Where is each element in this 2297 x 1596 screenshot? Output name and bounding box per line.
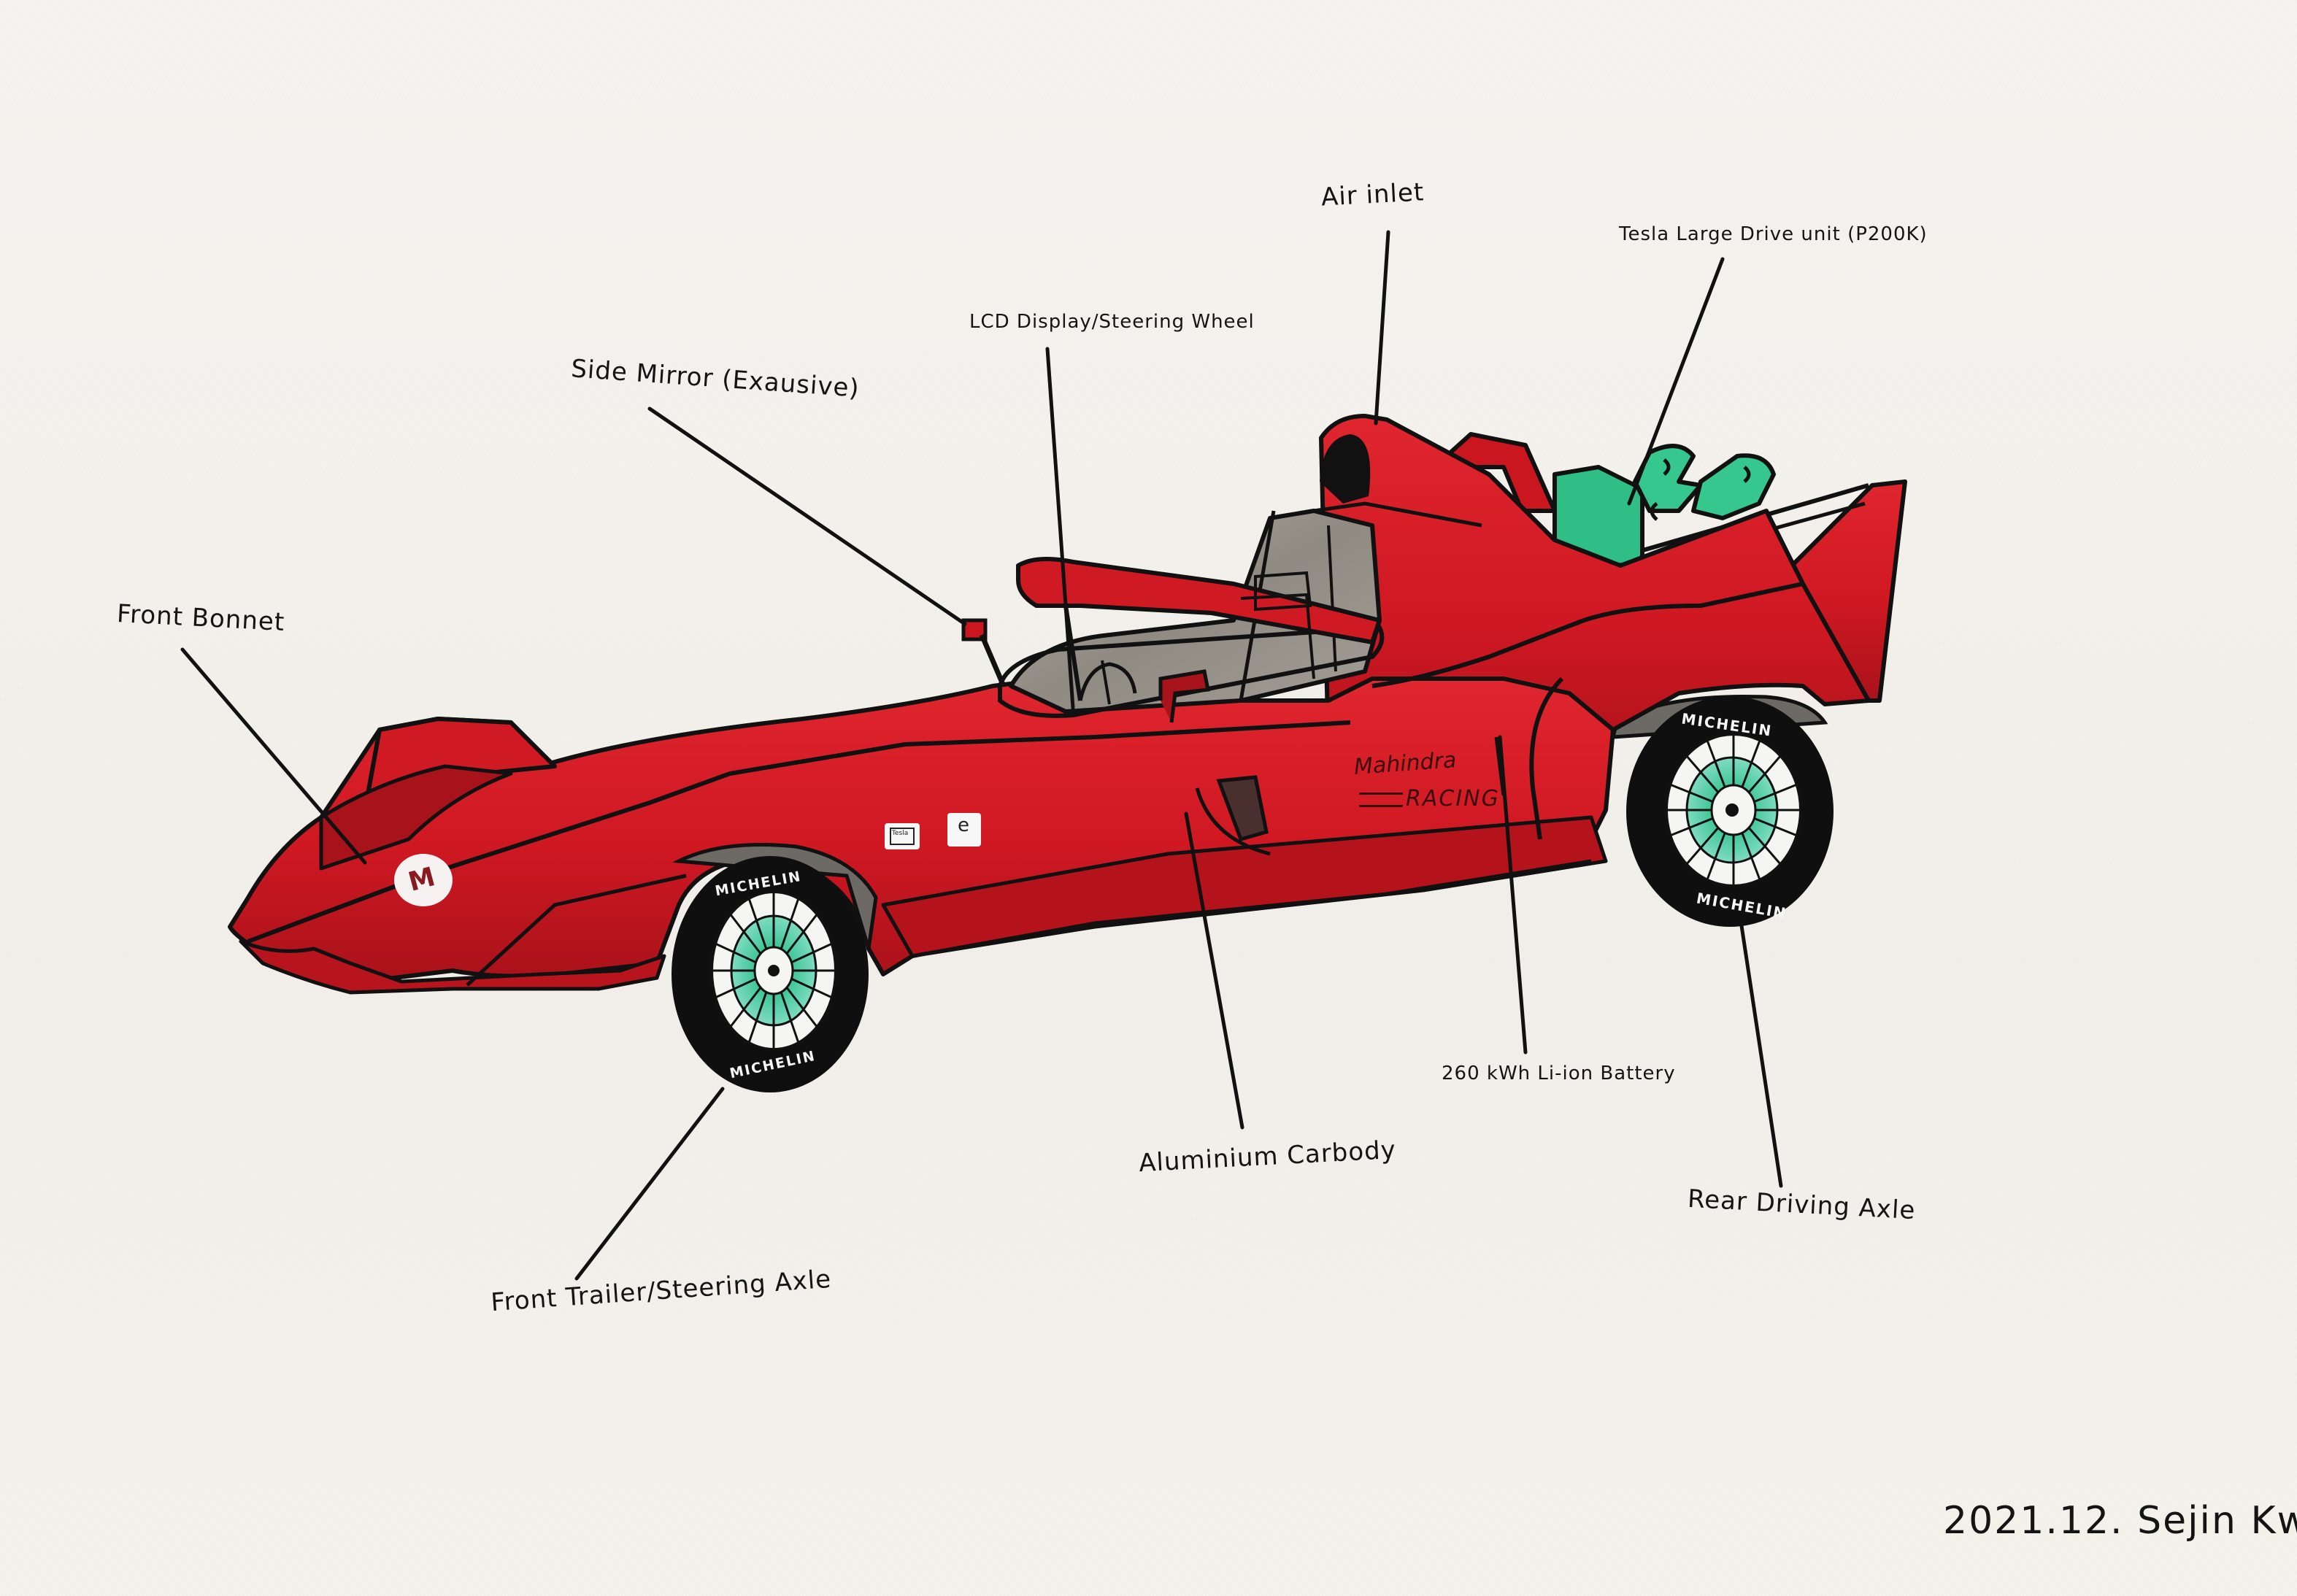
rear-wheel [1610,694,1834,927]
sticker-right-text: e [958,814,969,836]
leader-front-bonnet [180,647,367,865]
leader-lcd-display [1045,347,1075,710]
side-stickers [885,813,981,849]
sticker-left-text: Tesla [892,830,909,837]
front-wheel [672,843,878,1092]
cockpit [998,509,1385,723]
nose-badge [394,854,453,906]
leader-aluminium-carbody [1184,812,1244,1130]
signature-date: 2021.12. [1943,1499,2124,1543]
leader-front-trailer-axle [574,1087,725,1281]
label-lcd-display: LCD Display/Steering Wheel [969,311,1255,333]
label-air-inlet: Air inlet [1320,177,1425,212]
leader-tesla-drive-unit [1627,257,1725,506]
brand-racing: RACING [1359,788,1500,810]
label-battery: 260 kWh Li-ion Battery [1442,1063,1676,1084]
leader-side-mirror [647,406,967,626]
racing-text: RACING [1406,786,1500,812]
signature-artist: Sejin Kwon [2137,1499,2297,1543]
leader-battery [1498,735,1528,1055]
racing-stripes [1359,792,1403,807]
label-tesla-drive-unit: Tesla Large Drive unit (P200K) [1619,223,1928,245]
leader-rear-driving-axle [1739,919,1783,1188]
signature: 2021.12. Sejin Kwon [1943,1502,2297,1540]
car-body [228,414,1871,995]
leader-air-inlet [1374,230,1390,425]
side-mirror [961,618,1007,687]
leader-lines [180,230,1783,1281]
